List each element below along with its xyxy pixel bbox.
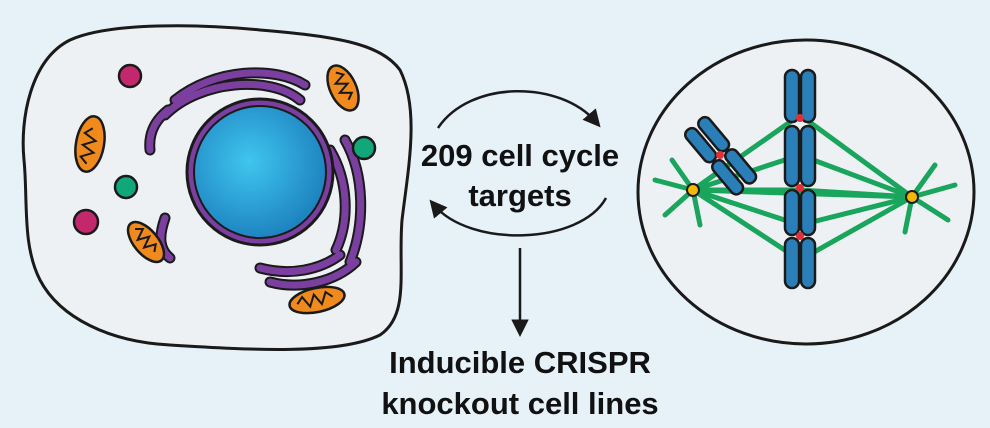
vesicle-pink: [117, 63, 143, 89]
knockout-lines-label: Inducible CRISPR knockout cell lines: [310, 342, 730, 424]
chromosome-tilted: [684, 115, 758, 196]
centrosome: [686, 183, 700, 197]
interphase-cell: [21, 24, 413, 351]
vesicle-pink: [72, 208, 100, 236]
mitochondrion: [326, 64, 360, 112]
arrow-interphase-to-mitosis: [436, 90, 601, 129]
knockout-line2: knockout cell lines: [381, 386, 659, 421]
mitochondrion: [288, 285, 346, 315]
vesicle-green: [351, 135, 377, 161]
vesicle-green: [113, 174, 139, 200]
knockout-line1: Inducible CRISPR: [389, 345, 651, 380]
mitochondrion: [74, 115, 106, 173]
cycle-targets-line2: targets: [468, 178, 572, 213]
mitotic-cell: [636, 38, 976, 346]
arrow-mitosis-to-interphase: [429, 197, 608, 237]
centrosome: [905, 190, 919, 204]
centromeres: [796, 114, 804, 240]
cycle-targets-label: 209 cell cycle targets: [380, 136, 660, 216]
metaphase-chromosomes: [783, 68, 817, 290]
cycle-targets-line1: 209 cell cycle: [420, 138, 620, 173]
mitochondrion: [126, 220, 166, 264]
